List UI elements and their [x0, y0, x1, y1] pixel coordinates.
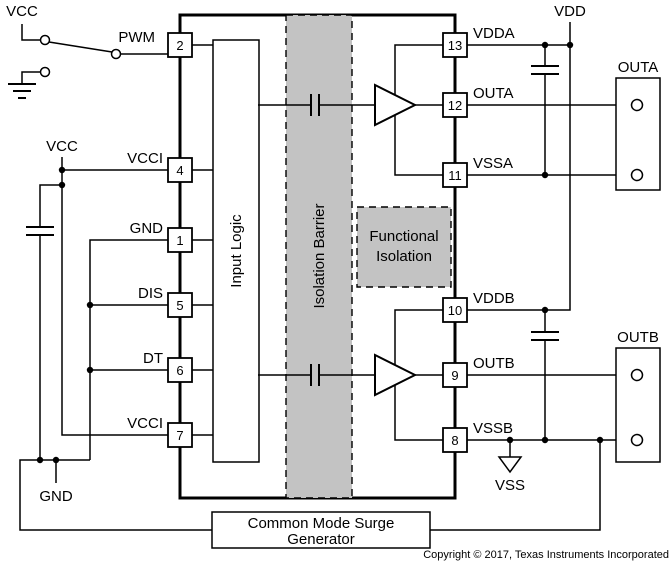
label-vssa: VSSA [473, 155, 513, 172]
label-vssb: VSSB [473, 420, 513, 437]
label-outb-connector: OUTB [617, 329, 659, 346]
pin-number-10: 10 [448, 303, 462, 318]
wire-bufferB-vssb [394, 385, 443, 441]
wire-vcc-to-switch [21, 24, 41, 41]
wires-pins-to-input-logic [192, 44, 213, 436]
pin-box-7 [167, 422, 193, 448]
input-logic-block [212, 39, 260, 463]
label-vcci-top: VCCI [127, 150, 163, 167]
pin-box-2 [167, 32, 193, 58]
pin-number-11: 11 [448, 168, 462, 183]
wire-bufferA-vdda [394, 44, 443, 95]
pin-numbers: 2 4 1 5 6 7 13 12 11 10 9 8 [176, 38, 462, 448]
wire-surge-right [430, 440, 601, 531]
label-outb-pin: OUTB [473, 355, 515, 372]
wire-switch-to-ground [21, 71, 41, 84]
label-dis: DIS [138, 285, 163, 302]
label-vcc-top: VCC [6, 3, 38, 20]
pin-number-8: 8 [451, 433, 458, 448]
wire-bufferB-vddb [394, 309, 443, 365]
copyright-text: Copyright © 2017, Texas Instruments Inco… [423, 549, 669, 561]
pin-box-4 [167, 157, 193, 183]
label-vcc-mid: VCC [46, 138, 78, 155]
pin-number-13: 13 [448, 38, 462, 53]
switch-arm [48, 41, 113, 53]
pin-number-9: 9 [451, 368, 458, 383]
vss-ground-icon [497, 456, 523, 474]
outa-terminal-bottom [630, 168, 644, 182]
wire-bypass-cap-top [39, 184, 62, 227]
pin-box-12 [442, 92, 468, 118]
label-isolation-barrier: Isolation Barrier [311, 203, 328, 308]
label-outa-connector: OUTA [618, 59, 659, 76]
pin-box-1 [167, 227, 193, 253]
label-dt: DT [143, 350, 163, 367]
switch-terminal-bottom [39, 66, 51, 78]
junction-dots [36, 41, 604, 464]
surge-generator-block [211, 511, 431, 549]
pin-boxes-right [442, 32, 468, 453]
pin-labels-left: PWM VCCI GND DIS DT VCCI [118, 29, 163, 432]
label-vddb: VDDB [473, 290, 515, 307]
label-vcci-bottom: VCCI [127, 415, 163, 432]
pin-number-4: 4 [176, 163, 183, 178]
pin-box-6 [167, 357, 193, 383]
wire-pin1-gnd [89, 239, 168, 460]
pin-labels-right: VDDA OUTA VSSA VDDB OUTB VSSB [473, 25, 515, 437]
pin-number-1: 1 [176, 233, 183, 248]
ground-symbol-icon [8, 83, 36, 99]
label-pwm: PWM [118, 29, 155, 46]
label-surge-generator-1: Common Mode Surge [248, 515, 395, 532]
pin-boxes-left [167, 32, 193, 448]
outb-terminal-bottom [630, 433, 644, 447]
label-functional-isolation-1: Functional [369, 228, 438, 245]
label-vss: VSS [495, 477, 525, 494]
label-vdd: VDD [554, 3, 586, 20]
label-outa-pin: OUTA [473, 85, 514, 102]
wire-vdd-rail [467, 22, 571, 311]
pin-number-5: 5 [176, 298, 183, 313]
pin-number-12: 12 [448, 98, 462, 113]
pin-box-5 [167, 292, 193, 318]
outa-terminal-top [630, 98, 644, 112]
wire-bufferA-vssa [394, 115, 443, 176]
label-input-logic: Input Logic [228, 214, 245, 288]
functional-isolation-zone [356, 206, 452, 288]
bypass-capacitor-icon [26, 226, 54, 236]
pin-box-9 [442, 362, 468, 388]
label-surge-generator-2: Generator [287, 531, 355, 548]
label-gnd-pin: GND [130, 220, 164, 237]
label-vdda: VDDA [473, 25, 515, 42]
label-functional-isolation-2: Isolation [376, 248, 432, 265]
outb-terminal-top [630, 368, 644, 382]
pin-box-10 [442, 297, 468, 323]
outa-connector [615, 77, 661, 191]
switch-common-terminal [110, 48, 122, 60]
pin-box-8 [442, 427, 468, 453]
vdda-capacitor-icon [531, 65, 559, 75]
label-gnd-bottom: GND [39, 488, 73, 505]
pin-number-7: 7 [176, 428, 183, 443]
pin-box-11 [442, 162, 468, 188]
vddb-capacitor-icon [531, 331, 559, 341]
pin-number-2: 2 [176, 38, 183, 53]
switch-terminal-top [39, 34, 51, 46]
wire-vcc-rail [61, 157, 168, 436]
pin-number-6: 6 [176, 363, 183, 378]
pin-box-13 [442, 32, 468, 58]
